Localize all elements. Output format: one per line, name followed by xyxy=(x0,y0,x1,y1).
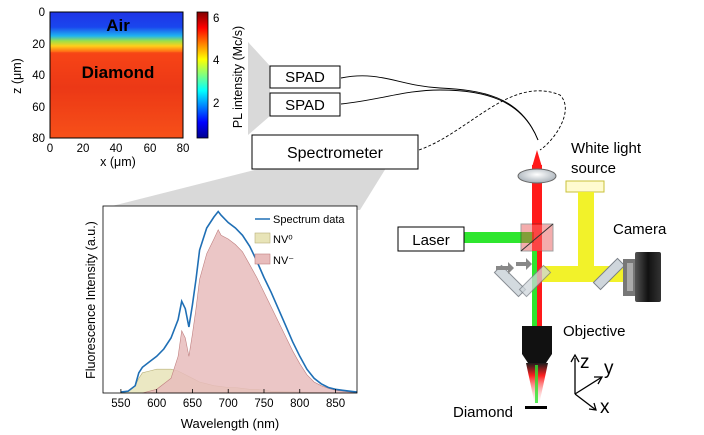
pl-map-diamond-label: Diamond xyxy=(82,63,155,82)
flip-mirror-right xyxy=(518,264,552,298)
series-nvm-area xyxy=(142,229,358,394)
white-light-source xyxy=(565,180,605,193)
series-spectrum-line xyxy=(120,210,358,393)
spad-label-1: SPAD xyxy=(285,69,325,86)
spectrum-series xyxy=(120,210,358,394)
coordinate-axes xyxy=(570,353,604,411)
white-light-label-2: source xyxy=(571,160,616,177)
colorbar-tick: 4 xyxy=(213,55,220,67)
legend-patch-nv0 xyxy=(254,232,271,244)
fiber-spad-2 xyxy=(340,89,539,141)
pl-y-tick: 80 xyxy=(32,133,45,145)
objective-icon xyxy=(522,326,552,363)
camera-mirror xyxy=(592,257,626,291)
pl-colorbar xyxy=(196,11,209,139)
pl-map-noise-band xyxy=(50,52,183,138)
objective-label: Objective xyxy=(563,323,626,340)
x-tick-label: 600 xyxy=(147,398,166,410)
pl-x-tick: 40 xyxy=(110,143,123,155)
camera-icon xyxy=(623,252,661,302)
axis-z-label: z xyxy=(580,352,590,373)
pl-x-tick: 20 xyxy=(77,143,90,155)
white-light-beam-horizontal xyxy=(542,266,594,282)
pl-colorbar-ticks: 2 4 6 xyxy=(213,13,220,110)
legend-patch-nvm xyxy=(254,253,271,265)
laser-label: Laser xyxy=(412,232,450,249)
spectrum-xlabel: Wavelength (nm) xyxy=(181,416,280,431)
spectrometer-label: Spectrometer xyxy=(287,145,384,162)
spectrum-ylabel: Fluorescence Intensity (a.u.) xyxy=(84,221,98,379)
legend-label-nv0: NV⁰ xyxy=(273,234,293,246)
pl-x-tick: 0 xyxy=(47,143,53,155)
legend-label-spectrum: Spectrum data xyxy=(273,214,345,226)
pl-colorbar-label: PL intensity (Mc/s) xyxy=(231,26,245,128)
spectrum-legend: Spectrum data NV⁰ NV⁻ xyxy=(254,214,345,267)
x-tick-label: 650 xyxy=(183,398,202,410)
emission-beam-up xyxy=(532,165,542,225)
x-tick-label: 850 xyxy=(326,398,345,410)
spad-box-2: SPAD xyxy=(269,92,341,117)
collection-lens xyxy=(517,168,557,184)
pl-map: Air Diamond 0 20 40 60 80 0 20 40 60 80 … xyxy=(10,7,245,169)
axis-x-label: x xyxy=(600,397,610,418)
colorbar-tick: 2 xyxy=(213,98,219,110)
x-tick-label: 800 xyxy=(290,398,309,410)
pl-y-tick: 60 xyxy=(32,102,45,114)
fibers xyxy=(340,75,566,151)
emission-beam-tip xyxy=(532,150,542,167)
pl-map-xlabel: x (μm) xyxy=(100,155,136,169)
red-beam-down xyxy=(537,251,542,326)
spectrum-plot-frame xyxy=(102,205,358,394)
spectrum-x-ticks: 550 600 650 700 750 800 850 xyxy=(111,389,345,410)
axis-y-label: y xyxy=(604,358,614,379)
fiber-spectrometer xyxy=(418,90,566,151)
colorbar-tick: 6 xyxy=(213,13,219,25)
pl-map-air-label: Air xyxy=(106,16,130,35)
spectrometer-box: Spectrometer xyxy=(251,134,419,170)
white-light-beam-vertical xyxy=(578,192,594,282)
laser-box xyxy=(397,226,465,252)
pl-map-frame xyxy=(49,11,184,139)
connector-wedge-spectrometer xyxy=(108,158,386,210)
dichroic-cube xyxy=(520,223,554,252)
pl-y-tick: 0 xyxy=(39,7,45,19)
diamond-label: Diamond xyxy=(453,404,513,421)
laser-beam xyxy=(464,232,534,243)
legend-label-nvm: NV⁻ xyxy=(273,255,294,267)
connector-wedge-spad xyxy=(248,42,270,135)
x-tick-label: 750 xyxy=(254,398,273,410)
optical-setup: z y x Laser White light source Camera Ob… xyxy=(397,140,667,421)
pl-map-x-ticks: 0 20 40 60 80 xyxy=(47,143,190,155)
spectrum-chart: 550 600 650 700 750 800 850 Wavelength (nm) Fl… xyxy=(84,205,358,431)
pl-y-tick: 20 xyxy=(32,39,45,51)
fiber-spad-1 xyxy=(340,75,539,141)
camera-label: Camera xyxy=(613,221,667,238)
pl-map-ylabel: z (μm) xyxy=(10,58,24,94)
pl-y-tick: 40 xyxy=(32,70,45,82)
spad-box-1: SPAD xyxy=(269,65,341,89)
flip-arrows-icon xyxy=(496,258,532,274)
spad-label-2: SPAD xyxy=(285,97,325,114)
excitation-cone-green xyxy=(535,365,538,403)
x-tick-label: 700 xyxy=(219,398,238,410)
x-tick-label: 550 xyxy=(111,398,130,410)
pl-map-image xyxy=(50,12,183,138)
pl-x-tick: 80 xyxy=(177,143,190,155)
pl-x-tick: 60 xyxy=(144,143,157,155)
white-light-label-1: White light xyxy=(571,140,642,157)
pl-map-y-ticks: 0 20 40 60 80 xyxy=(32,7,45,145)
diamond-sample xyxy=(525,406,547,409)
